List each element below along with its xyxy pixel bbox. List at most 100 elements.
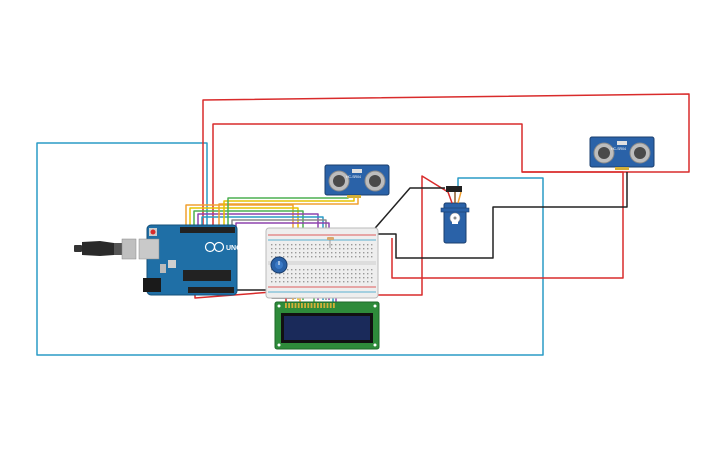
- breadboard-hole: [315, 273, 317, 275]
- breadboard-hole: [371, 269, 373, 271]
- breadboard-hole: [347, 256, 349, 258]
- lcd-pin: [294, 303, 297, 308]
- wire-yellow-2[interactable]: [223, 196, 355, 228]
- lcd-screen: [284, 316, 370, 340]
- breadboard-hole: [291, 256, 293, 258]
- breadboard-hole: [371, 248, 373, 250]
- breadboard-hole: [295, 269, 297, 271]
- breadboard-hole: [367, 277, 369, 279]
- breadboard-hole: [327, 244, 329, 246]
- breadboard-hole: [371, 256, 373, 258]
- breadboard-hole: [335, 269, 337, 271]
- breadboard-hole: [291, 248, 293, 250]
- breadboard-hole: [291, 269, 293, 271]
- breadboard-hole: [331, 273, 333, 275]
- breadboard-hole: [347, 248, 349, 250]
- breadboard-hole: [339, 281, 341, 283]
- breadboard-hole: [363, 248, 365, 250]
- breadboard-hole: [355, 269, 357, 271]
- breadboard-hole: [283, 277, 285, 279]
- breadboard-hole: [295, 277, 297, 279]
- ultrasonic-sensor-left[interactable]: HC-SR04: [324, 164, 390, 198]
- breadboard-hole: [339, 273, 341, 275]
- breadboard-hole: [327, 277, 329, 279]
- breadboard[interactable]: [265, 227, 379, 299]
- lcd-pin: [326, 303, 329, 308]
- breadboard-hole: [359, 277, 361, 279]
- breadboard-hole: [351, 256, 353, 258]
- breadboard-hole: [331, 269, 333, 271]
- breadboard-hole: [343, 273, 345, 275]
- breadboard-hole: [359, 269, 361, 271]
- breadboard-hole: [367, 269, 369, 271]
- breadboard-hole: [315, 269, 317, 271]
- breadboard-hole: [363, 269, 365, 271]
- breadboard-hole: [291, 277, 293, 279]
- breadboard-hole: [355, 256, 357, 258]
- breadboard-hole: [287, 248, 289, 250]
- breadboard-hole: [311, 281, 313, 283]
- resistor[interactable]: [327, 237, 334, 248]
- breadboard-hole: [319, 256, 321, 258]
- breadboard-hole: [319, 269, 321, 271]
- breadboard-hole: [335, 248, 337, 250]
- breadboard-hole: [295, 244, 297, 246]
- breadboard-hole: [327, 269, 329, 271]
- breadboard-hole: [315, 256, 317, 258]
- breadboard-hole: [271, 256, 273, 258]
- breadboard-hole: [343, 281, 345, 283]
- breadboard-hole: [355, 273, 357, 275]
- breadboard-hole: [363, 244, 365, 246]
- breadboard-hole: [275, 248, 277, 250]
- breadboard-hole: [295, 256, 297, 258]
- breadboard-hole: [307, 273, 309, 275]
- servo-motor[interactable]: [440, 186, 470, 244]
- breadboard-hole: [307, 244, 309, 246]
- breadboard-hole: [287, 244, 289, 246]
- arduino-uno[interactable]: UNO: [74, 224, 242, 296]
- breadboard-hole: [271, 252, 273, 254]
- breadboard-hole: [335, 281, 337, 283]
- breadboard-hole: [291, 273, 293, 275]
- breadboard-hole: [367, 252, 369, 254]
- breadboard-hole: [355, 244, 357, 246]
- breadboard-hole: [303, 269, 305, 271]
- breadboard-hole: [279, 244, 281, 246]
- ultrasonic-sensor-right[interactable]: HC-SR04: [589, 136, 655, 170]
- lcd-display[interactable]: [274, 301, 380, 350]
- breadboard-hole: [367, 248, 369, 250]
- breadboard-hole: [311, 273, 313, 275]
- breadboard-hole: [303, 252, 305, 254]
- lcd-pin: [291, 303, 294, 308]
- breadboard-hole: [279, 277, 281, 279]
- breadboard-hole: [307, 281, 309, 283]
- breadboard-hole: [319, 277, 321, 279]
- breadboard-hole: [307, 252, 309, 254]
- breadboard-hole: [327, 273, 329, 275]
- breadboard-hole: [311, 277, 313, 279]
- breadboard-hole: [351, 248, 353, 250]
- breadboard-hole: [331, 244, 333, 246]
- breadboard-hole: [303, 248, 305, 250]
- breadboard-hole: [359, 281, 361, 283]
- breadboard-hole: [331, 248, 333, 250]
- lcd-pin: [297, 303, 300, 308]
- breadboard-hole: [343, 277, 345, 279]
- wire-red-outer[interactable]: [202, 93, 690, 228]
- breadboard-hole: [319, 244, 321, 246]
- breadboard-hole: [347, 277, 349, 279]
- potentiometer[interactable]: [270, 256, 288, 274]
- breadboard-hole: [327, 248, 329, 250]
- breadboard-hole: [295, 248, 297, 250]
- breadboard-hole: [283, 273, 285, 275]
- wire-orange-2[interactable]: [218, 196, 359, 228]
- wire-blue-loop[interactable]: [36, 142, 544, 356]
- wire-red-inner[interactable]: [212, 123, 624, 279]
- lcd-pin: [313, 303, 316, 308]
- breadboard-hole: [303, 277, 305, 279]
- breadboard-hole: [271, 269, 273, 271]
- breadboard-hole: [283, 248, 285, 250]
- wire-black-servo[interactable]: [369, 172, 628, 259]
- breadboard-hole: [323, 244, 325, 246]
